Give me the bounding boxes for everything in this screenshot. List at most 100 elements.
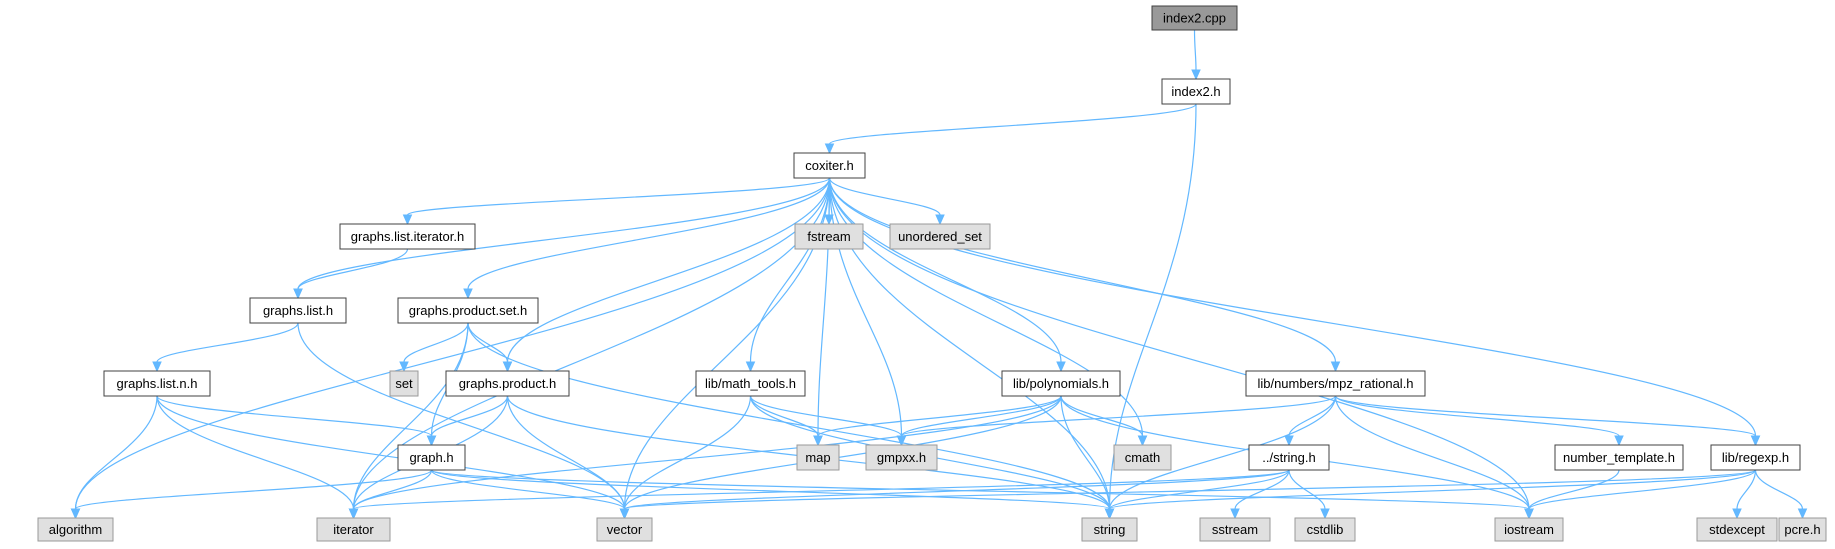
edge-graphs-list-n-h-to-graph-h <box>156 395 437 447</box>
node-label: coxiter.h <box>805 158 853 173</box>
node-label: fstream <box>807 229 850 244</box>
node-cmath: cmath <box>1113 444 1172 471</box>
node-sstream: sstream <box>1199 517 1271 542</box>
node-label: stdexcept <box>1709 522 1765 537</box>
edge-graphs-product-h-to-graph-h <box>426 395 509 447</box>
node-vector: vector <box>596 517 653 542</box>
node-label: iostream <box>1504 522 1554 537</box>
node-lib-numbers-mpz-rational-h[interactable]: lib/numbers/mpz_rational.h <box>1245 370 1426 397</box>
node-string-h[interactable]: ../string.h <box>1248 444 1330 471</box>
node-label: lib/polynomials.h <box>1013 376 1109 391</box>
node-pcre-h: pcre.h <box>1778 517 1827 542</box>
node-label: lib/math_tools.h <box>705 376 796 391</box>
edge-lib-numbers-mpz-rational-h-to-number-template-h <box>1334 395 1624 447</box>
node-unordered-set: unordered_set <box>889 223 991 250</box>
edge-coxiter-h-to-unordered-set <box>828 177 945 226</box>
node-lib-polynomials-h[interactable]: lib/polynomials.h <box>1001 370 1121 397</box>
node-layer: index2.cpp index2.h coxiter.h graphs.list.i… <box>37 5 1827 542</box>
node-string: string <box>1081 517 1138 542</box>
node-cstdlib: cstdlib <box>1294 517 1356 542</box>
edge-string-h-rel-to-cstdlib <box>1288 469 1330 520</box>
node-label: ../string.h <box>1262 450 1315 465</box>
edge-string-h-rel-to-iterator <box>348 469 1290 520</box>
edge-graphs-product-h-to-vector <box>506 395 630 520</box>
node-label: graphs.list.h <box>263 303 333 318</box>
node-lib-regexp-h[interactable]: lib/regexp.h <box>1710 444 1801 471</box>
node-label: number_template.h <box>1563 450 1675 465</box>
node-label: unordered_set <box>898 229 982 244</box>
node-graphs-product-h[interactable]: graphs.product.h <box>445 370 570 397</box>
node-label: graphs.product.set.h <box>409 303 528 318</box>
node-index2-h[interactable]: index2.h <box>1161 78 1231 105</box>
node-coxiter-h[interactable]: coxiter.h <box>793 152 866 179</box>
edge-graph-h-to-string <box>430 469 1115 520</box>
node-graphs-list-n-h[interactable]: graphs.list.n.h <box>103 370 211 397</box>
node-label: index2.cpp <box>1163 11 1226 26</box>
edge-coxiter-h-to-lib-math-tools-h <box>745 177 831 373</box>
edge-graphs-list-n-h-to-algorithm <box>70 395 158 520</box>
node-lib-math-tools-h[interactable]: lib/math_tools.h <box>695 370 806 397</box>
node-label: iterator <box>333 522 374 537</box>
edge-lib-math-tools-h-to-map <box>749 395 823 447</box>
edge-lib-regexp-h-to-string <box>1104 469 1757 520</box>
node-label: pcre.h <box>1784 522 1820 537</box>
node-stdexcept: stdexcept <box>1696 517 1778 542</box>
edge-coxiter-h-to-graphs-product-h <box>502 177 831 373</box>
node-label: graphs.list.n.h <box>117 376 198 391</box>
edge-number-template-h-to-iostream <box>1524 469 1620 520</box>
node-label: sstream <box>1212 522 1258 537</box>
edge-coxiter-h-to-cmath <box>828 177 1148 447</box>
edge-lib-polynomials-h-to-cmath <box>1060 395 1148 447</box>
node-graphs-list-h[interactable]: graphs.list.h <box>249 297 347 324</box>
edge-index2-cpp-to-index2-h <box>1191 29 1201 81</box>
edge-graphs-product-set-h-to-graphs-product-h <box>467 322 513 373</box>
node-iterator: iterator <box>316 517 391 542</box>
node-label: algorithm <box>49 522 102 537</box>
edge-lib-numbers-mpz-rational-h-to-lib-regexp-h <box>1334 395 1761 447</box>
node-label: graphs.product.h <box>459 376 557 391</box>
node-gmpxx-h: gmpxx.h <box>865 444 938 471</box>
edge-coxiter-h-to-graphs-product-set-h <box>463 177 831 300</box>
edge-lib-numbers-mpz-rational-h-to-string-h-rel <box>1284 395 1337 447</box>
edge-lib-regexp-h-to-vector <box>619 469 1757 520</box>
node-label: cmath <box>1125 450 1160 465</box>
node-label: string <box>1094 522 1126 537</box>
edge-lib-regexp-h-to-pcre-h <box>1754 469 1808 520</box>
edge-lib-regexp-h-to-stdexcept <box>1732 469 1757 520</box>
node-iostream: iostream <box>1494 517 1564 542</box>
edge-coxiter-h-to-lib-numbers-mpz-rational-h <box>828 177 1341 373</box>
edge-lib-polynomials-h-to-gmpxx-h <box>896 395 1062 447</box>
node-label: graph.h <box>409 450 453 465</box>
node-number-template-h[interactable]: number_template.h <box>1554 444 1684 471</box>
node-fstream: fstream <box>794 223 864 250</box>
edge-coxiter-h-to-graphs-list-iterator-h <box>402 177 831 226</box>
node-set: set <box>389 370 419 397</box>
node-algorithm: algorithm <box>37 517 114 542</box>
edge-graphs-product-set-h-to-set <box>399 322 469 373</box>
node-label: lib/regexp.h <box>1722 450 1789 465</box>
edge-graph-h-to-algorithm <box>70 469 433 520</box>
node-map: map <box>796 444 840 471</box>
edge-graphs-list-iterator-h-to-graphs-list-h <box>293 248 409 300</box>
edge-string-h-rel-to-sstream <box>1230 469 1290 520</box>
edge-index2-h-to-coxiter-h <box>824 103 1197 155</box>
edge-lib-numbers-mpz-rational-h-to-gmpxx-h <box>896 395 1337 447</box>
edge-lib-polynomials-h-to-map <box>813 395 1062 447</box>
node-label: gmpxx.h <box>877 450 926 465</box>
node-graph-h[interactable]: graph.h <box>397 444 466 471</box>
node-index2-cpp[interactable]: index2.cpp <box>1151 5 1238 31</box>
node-label: vector <box>607 522 643 537</box>
node-label: cstdlib <box>1307 522 1344 537</box>
node-graphs-product-set-h[interactable]: graphs.product.set.h <box>397 297 539 324</box>
node-label: lib/numbers/mpz_rational.h <box>1257 376 1413 391</box>
node-label: set <box>395 376 413 391</box>
node-label: map <box>805 450 830 465</box>
edge-coxiter-h-to-lib-polynomials-h <box>828 177 1066 373</box>
node-graphs-list-iterator-h[interactable]: graphs.list.iterator.h <box>339 223 476 250</box>
node-label: graphs.list.iterator.h <box>351 229 464 244</box>
edge-lib-regexp-h-to-iostream <box>1524 469 1757 520</box>
node-label: index2.h <box>1171 84 1220 99</box>
edge-layer <box>70 29 1808 520</box>
edge-graphs-list-h-to-graphs-list-n-h <box>152 322 299 373</box>
